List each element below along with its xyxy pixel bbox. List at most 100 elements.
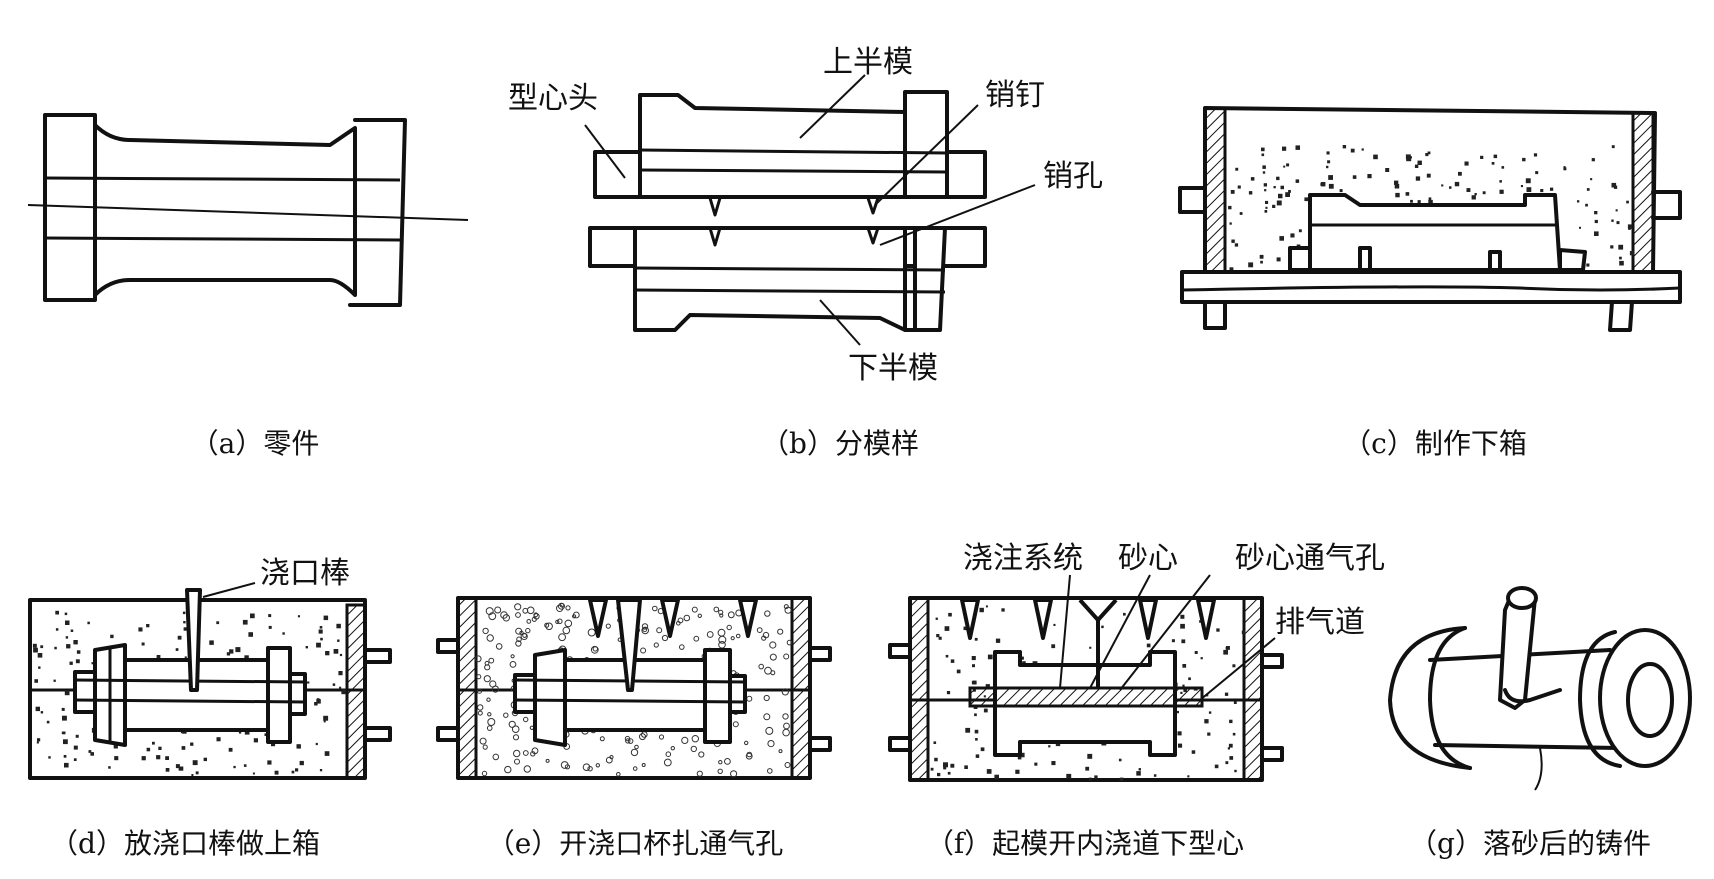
panel-c-drag: （c）制作下箱 — [1178, 106, 1682, 460]
f-vent-2 — [1033, 598, 1053, 640]
sand-grain — [640, 647, 647, 654]
sand-grain — [190, 742, 194, 746]
caption-g: （g）落砂后的铸件 — [1409, 827, 1651, 860]
sand-grain — [305, 646, 308, 649]
casting-bottom-edge — [1433, 743, 1622, 750]
sand-grain — [486, 634, 494, 642]
sand-grain — [76, 650, 81, 654]
sand-grain — [62, 731, 66, 735]
label-upper-half: 上半模 — [823, 45, 913, 80]
sand-grain — [943, 762, 948, 768]
sand-grain — [1230, 190, 1235, 194]
leader-pin — [874, 104, 979, 206]
sand-grain — [1248, 262, 1254, 268]
sand-grain — [515, 612, 521, 618]
f-vent-4 — [1196, 598, 1216, 640]
sand-grain — [1188, 677, 1191, 681]
flask-right-wall — [1631, 111, 1655, 274]
sand-grain — [1153, 774, 1157, 777]
sand-grain — [935, 617, 938, 620]
sand-grain — [599, 736, 605, 742]
d-line2 — [74, 698, 306, 704]
sand-grain — [336, 623, 341, 629]
sand-grain — [719, 613, 724, 618]
sand-grain — [488, 657, 495, 664]
sand-grain — [572, 614, 577, 619]
sand-grain — [337, 639, 340, 642]
sand-grain — [65, 636, 69, 639]
drag-core-print-left — [1288, 246, 1312, 272]
sand-grain — [1563, 167, 1567, 171]
flask-d-lug-top — [363, 648, 392, 664]
sand-grain — [40, 711, 44, 714]
sand-grain — [495, 643, 503, 650]
sand-grain — [55, 628, 59, 631]
sand-grain — [1414, 164, 1419, 168]
sand-grain — [1417, 160, 1422, 165]
sand-grain — [1326, 165, 1329, 169]
sand-grain — [1304, 197, 1309, 202]
sand-grain — [1283, 165, 1286, 168]
sand-grain — [242, 619, 248, 625]
vent-2 — [660, 598, 680, 638]
sand-grain — [661, 634, 669, 642]
sand-grain — [652, 605, 658, 612]
sand-grain — [763, 694, 770, 702]
sand-grain — [477, 710, 483, 716]
flask-f-left-wall — [908, 596, 930, 782]
sand-grain — [1328, 175, 1333, 180]
sand-grain — [937, 772, 941, 777]
sand-grain — [1619, 256, 1622, 260]
sand-grain — [1237, 185, 1241, 189]
sand-grain — [1066, 773, 1072, 779]
sand-grain — [533, 613, 540, 620]
sand-grain — [525, 627, 531, 634]
sand-grain — [696, 770, 703, 777]
sand-grain — [216, 737, 221, 742]
sand-grain — [985, 605, 988, 608]
sand-grain — [1225, 646, 1229, 650]
sand-grain — [1233, 701, 1237, 704]
sand-grain — [271, 742, 276, 747]
sand-grain — [73, 640, 78, 645]
sand-grain — [641, 763, 646, 767]
sand-grain — [1295, 179, 1300, 183]
sand-grain — [1610, 245, 1614, 249]
sand-grain — [1180, 623, 1185, 629]
sand-grain — [226, 652, 231, 656]
sand-grain — [307, 681, 310, 684]
sand-grain — [64, 612, 68, 616]
sand-grain — [156, 755, 161, 760]
sand-grain — [557, 618, 563, 625]
flask-d-lug-bottom — [363, 726, 392, 742]
sand-grain — [1426, 173, 1431, 178]
sand-grain — [1261, 153, 1265, 157]
sand-grain — [713, 606, 720, 613]
e-flange-right — [703, 648, 732, 744]
sand-grain — [1627, 224, 1633, 229]
pin-right — [866, 197, 880, 215]
sand-grain — [316, 699, 321, 704]
sand-grain — [178, 767, 182, 771]
sand-grain — [1628, 227, 1631, 230]
lower-half-line2 — [634, 288, 946, 294]
sand-grain — [108, 766, 111, 769]
sand-grain — [1525, 178, 1531, 184]
sand-grain — [1394, 180, 1399, 185]
sand-grain — [1626, 200, 1629, 204]
flask-f-lug-bl — [888, 736, 912, 752]
sand-grain — [319, 626, 323, 629]
flask-e-left-wall — [456, 596, 478, 780]
sand-grain — [46, 720, 50, 724]
sand-grain — [1264, 210, 1268, 213]
casting-right-flange-edge — [1578, 630, 1622, 768]
f-vent-1 — [960, 598, 980, 640]
sand-grain — [141, 642, 145, 646]
sand-grain — [677, 617, 684, 624]
casting-runner — [1503, 688, 1562, 704]
sand-grain — [1232, 664, 1236, 668]
sand-grain — [248, 632, 253, 637]
caption-d: （d）放浇口棒做上箱 — [50, 827, 320, 860]
drag-pattern — [1308, 193, 1562, 272]
sand-grain — [191, 774, 194, 776]
